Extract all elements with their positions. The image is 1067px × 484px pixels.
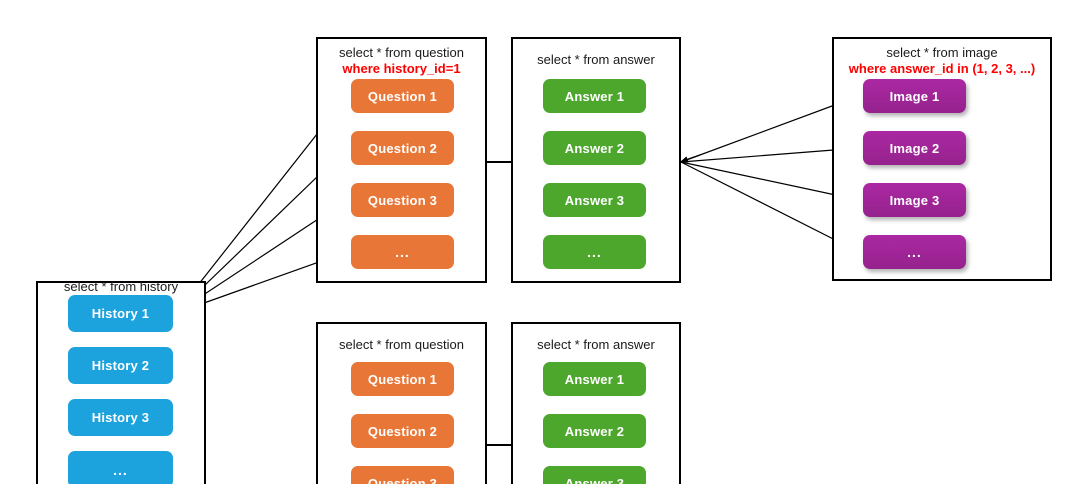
node-history-more[interactable]: ... [68,451,173,484]
panel-image-top-condition: where answer_id in (1, 2, 3, ...) [848,61,1036,76]
panel-question-top-query: select * from question [338,45,464,60]
panel-history-query: select * from history [63,279,179,294]
node-answer-bottom-2[interactable]: Answer 2 [543,414,646,448]
node-image-1[interactable]: Image 1 [863,79,966,113]
panel-answer-bottom-query: select * from answer [537,337,655,352]
node-image-3[interactable]: Image 3 [863,183,966,217]
node-answer-bottom-1[interactable]: Answer 1 [543,362,646,396]
edge-arrow-into-answer [679,154,701,163]
panel-answer-bottom: select * from answer [511,322,681,484]
node-question-top-3[interactable]: Question 3 [351,183,454,217]
node-answer-top-3[interactable]: Answer 3 [543,183,646,217]
node-answer-top-more[interactable]: ... [543,235,646,269]
node-history-3[interactable]: History 3 [68,399,173,436]
node-answer-bottom-3[interactable]: Answer 3 [543,466,646,484]
node-image-2[interactable]: Image 2 [863,131,966,165]
node-history-2[interactable]: History 2 [68,347,173,384]
node-question-top-more[interactable]: ... [351,235,454,269]
node-question-top-2[interactable]: Question 2 [351,131,454,165]
connector-question-answer-bottom [487,444,512,446]
node-question-top-1[interactable]: Question 1 [351,79,454,113]
panel-question-top-condition: where history_id=1 [342,61,461,76]
node-history-1[interactable]: History 1 [68,295,173,332]
panel-question-bottom: select * from question [316,322,487,484]
panel-image-top-query: select * from image [886,45,998,60]
node-question-bottom-3[interactable]: Question 3 [351,466,454,484]
node-question-bottom-2[interactable]: Question 2 [351,414,454,448]
panel-question-bottom-query: select * from question [338,337,464,352]
node-answer-top-2[interactable]: Answer 2 [543,131,646,165]
connector-question-answer-top [487,161,512,163]
node-image-more[interactable]: ... [863,235,966,269]
node-question-bottom-1[interactable]: Question 1 [351,362,454,396]
panel-answer-top-query: select * from answer [537,52,655,67]
node-answer-top-1[interactable]: Answer 1 [543,79,646,113]
